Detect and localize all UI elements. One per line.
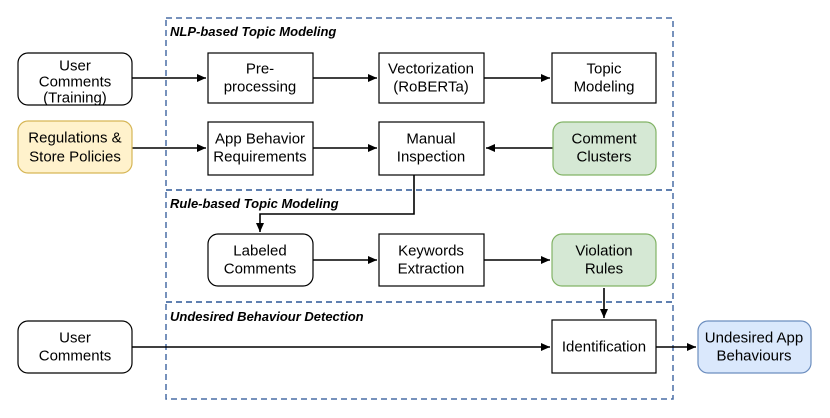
node-identification: Identification [551, 319, 657, 374]
node-keywords-extraction: Keywords Extraction [378, 233, 485, 287]
node-label: Manual [406, 131, 455, 148]
node-label: Requirements [213, 149, 306, 166]
node-comment-clusters: Comment Clusters [552, 121, 657, 176]
node-vectorization: Vectorization (RoBERTa) [378, 52, 485, 104]
node-label: User [59, 58, 91, 75]
node-label: Modeling [574, 79, 635, 96]
node-label: Topic [586, 61, 622, 78]
node-label: Vectorization [388, 61, 474, 78]
edges [132, 74, 696, 351]
node-label: User [59, 330, 91, 347]
node-label: Clusters [576, 149, 631, 166]
node-app-behavior: App Behavior Requirements [207, 121, 314, 176]
node-violation-rules: Violation Rules [551, 233, 657, 287]
node-labeled-comments: Labeled Comments [207, 233, 314, 287]
node-label: App Behavior [215, 131, 305, 148]
node-label: Behaviours [716, 348, 791, 365]
node-undesired-behaviours: Undesired App Behaviours [697, 320, 812, 374]
section-detect-title: Undesired Behaviour Detection [170, 309, 364, 324]
node-regulations: Regulations & Store Policies [17, 120, 133, 174]
node-label: (RoBERTa) [393, 79, 469, 96]
node-manual-inspection: Manual Inspection [378, 121, 485, 176]
node-label: Comments [39, 348, 112, 365]
node-label: Violation [575, 243, 632, 260]
node-label: Comments [224, 261, 297, 278]
node-label: Keywords [398, 243, 464, 260]
node-label: Comments [39, 74, 112, 91]
node-preprocessing: Pre- processing [207, 52, 314, 104]
node-label: Identification [562, 339, 646, 356]
edge-inspection-to-labeled [256, 175, 415, 232]
node-label: Comment [571, 131, 637, 148]
node-label: Pre- [246, 61, 274, 78]
section-nlp-title: NLP-based Topic Modeling [170, 24, 336, 39]
node-label: (Training) [43, 90, 107, 107]
node-user-comments-training: User Comments (Training) [17, 52, 133, 107]
node-label: Labeled [233, 243, 286, 260]
node-label: Extraction [398, 261, 465, 278]
section-detect-box [165, 301, 674, 400]
node-label: Inspection [397, 149, 465, 166]
node-topic-modeling: Topic Modeling [551, 52, 657, 104]
node-label: processing [224, 79, 297, 96]
node-label: Undesired App [705, 330, 803, 347]
node-label: Store Policies [29, 149, 121, 166]
node-label: Regulations & [28, 130, 121, 147]
section-rule-title: Rule-based Topic Modeling [170, 196, 339, 211]
node-user-comments: User Comments [17, 320, 133, 374]
node-label: Rules [585, 261, 623, 278]
